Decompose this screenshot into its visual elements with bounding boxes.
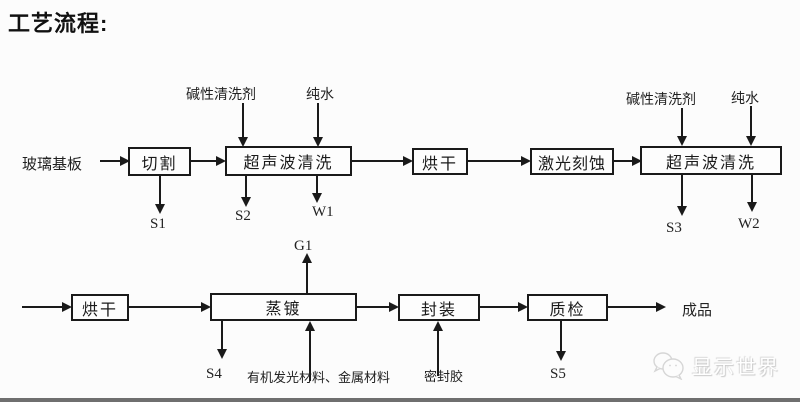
arrow-evaporation-to-encapsulation — [357, 302, 399, 312]
box-dry-1: 烘干 — [412, 148, 468, 175]
box-cut: 切割 — [128, 147, 191, 176]
arrow-ultrasonic2-to-s3 — [677, 175, 687, 216]
arrow-dry2-to-evaporation — [129, 302, 211, 312]
wechat-icon — [650, 350, 686, 381]
arrow-ultrasonic1-to-w1 — [312, 176, 322, 203]
bottom-border — [0, 398, 800, 402]
stream-g1: G1 — [294, 238, 313, 254]
label-alkaline-cleaner-2: 碱性清洗剂 — [626, 93, 696, 108]
label-pure-water-2: 纯水 — [731, 92, 759, 107]
arrow-qc-to-s5 — [556, 321, 566, 361]
arrow-water1-into-ultrasonic1 — [313, 103, 323, 147]
arrow-sealant-into-encapsulation — [433, 321, 443, 376]
box-laser-etch: 激光刻蚀 — [530, 148, 614, 175]
arrow-glass-to-cut — [100, 156, 130, 166]
label-sealant: 密封胶 — [424, 369, 464, 384]
page-title: 工艺流程: — [8, 11, 109, 36]
watermark-text: 显示世界 — [692, 356, 780, 379]
box-ultrasonic-clean-1: 超声波清洗 — [225, 146, 352, 176]
arrow-materials-into-evaporation — [305, 321, 315, 381]
arrow-ultrasonic2-to-w2 — [747, 175, 757, 212]
arrow-ultrasonic1-to-dry1 — [352, 156, 413, 166]
box-encapsulation: 封装 — [398, 294, 480, 321]
label-organic-metal-materials: 有机发光材料、金属材料 — [247, 370, 391, 385]
stream-s4: S4 — [206, 366, 222, 382]
box-evaporation: 蒸镀 — [210, 293, 357, 321]
label-finished-product: 成品 — [682, 303, 713, 319]
stream-w2: W2 — [738, 216, 760, 232]
arrow-evaporation-to-s4 — [217, 321, 227, 359]
label-glass-substrate: 玻璃基板 — [22, 157, 83, 173]
arrow-water2-into-ultrasonic2 — [746, 106, 756, 146]
watermark: 显示世界 — [650, 350, 780, 381]
arrow-alkaline2-into-ultrasonic2 — [677, 108, 687, 146]
label-pure-water-1: 纯水 — [306, 88, 334, 103]
box-quality-check: 质检 — [527, 294, 608, 321]
label-alkaline-cleaner-1: 碱性清洗剂 — [186, 88, 256, 103]
arrow-evaporation-to-g1 — [302, 253, 312, 293]
arrow-into-dry2 — [22, 302, 72, 312]
box-ultrasonic-clean-2: 超声波清洗 — [640, 146, 782, 175]
stream-s1: S1 — [150, 216, 166, 232]
arrow-dry1-to-laser — [468, 156, 531, 166]
stream-s2: S2 — [235, 208, 251, 224]
stream-s5: S5 — [550, 366, 566, 382]
arrow-cut-to-ultrasonic1 — [191, 156, 226, 166]
arrow-laser-to-ultrasonic2 — [614, 156, 642, 166]
arrow-ultrasonic1-to-s2 — [241, 176, 251, 207]
arrow-alkaline1-into-ultrasonic1 — [238, 103, 248, 147]
stream-s3: S3 — [666, 220, 682, 236]
arrow-encapsulation-to-qc — [480, 302, 528, 312]
stream-w1: W1 — [312, 204, 334, 220]
arrow-cut-to-s1 — [155, 176, 165, 214]
arrow-qc-to-finished — [608, 302, 666, 312]
box-dry-2: 烘干 — [71, 294, 129, 321]
